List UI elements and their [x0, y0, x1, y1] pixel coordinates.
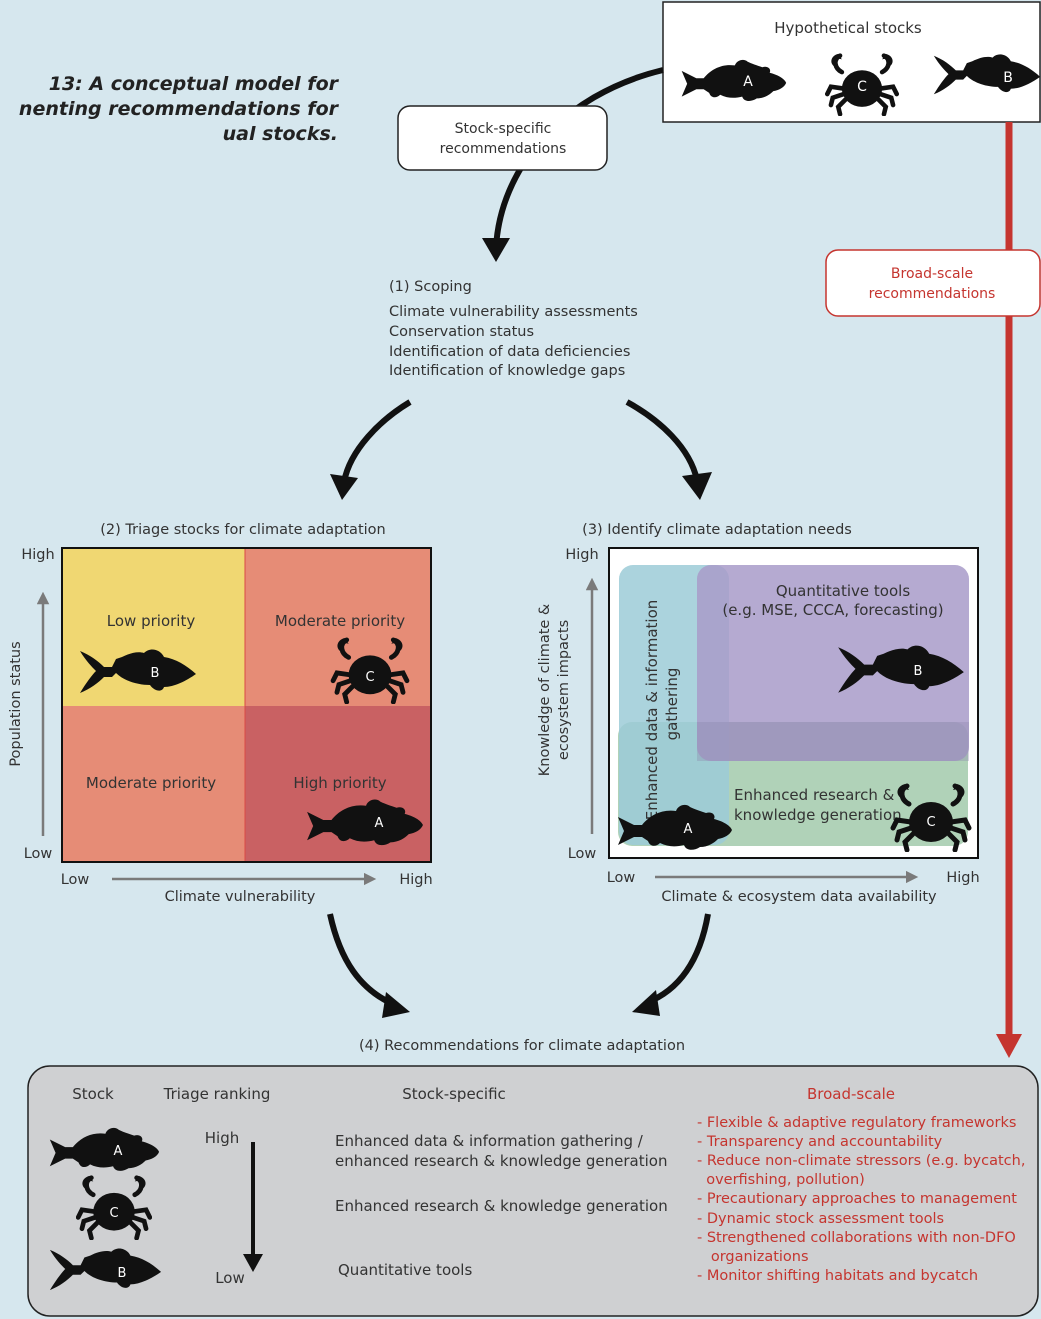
triage-panel: (2) Triage stocks for climate adaptation… — [8, 522, 433, 905]
arrow-to-needs-head — [682, 472, 712, 500]
quantitative-tools-region — [697, 565, 969, 761]
stock-specific-line-2: recommendations — [440, 141, 567, 157]
specific-item: Enhanced research & knowledge generation — [335, 1197, 668, 1215]
needs-x-axis-label: Climate & ecosystem data availability — [661, 889, 937, 905]
col-specific-header: Stock-specific — [402, 1085, 506, 1103]
col-stock-header: Stock — [72, 1085, 114, 1103]
triage-ranking-high: High — [205, 1129, 239, 1147]
research-line-1: Enhanced research & — [734, 786, 895, 804]
scoping-item: Identification of data deficiencies — [389, 344, 630, 360]
recommendations-box: Stock Triage ranking Stock-specific Broa… — [27, 1065, 1039, 1317]
broad-scale-line-2: recommendations — [869, 286, 996, 302]
triage-stock-b-label: B — [151, 666, 160, 681]
quadrant-moderate-priority-top — [245, 548, 431, 706]
col-triage-header: Triage ranking — [163, 1085, 271, 1103]
hyp-stock-a-label: A — [743, 74, 753, 90]
col-broad-header: Broad-scale — [807, 1085, 895, 1103]
hypothetical-stocks-title: Hypothetical stocks — [774, 19, 922, 37]
broad-scale-label-box: Broad-scale recommendations — [825, 249, 1041, 317]
specific-item: Enhanced data & information gathering / — [335, 1132, 644, 1150]
stock-specific-line-1: Stock-specific — [455, 121, 552, 137]
triage-x-high: High — [399, 872, 432, 888]
needs-stock-a-label: A — [684, 822, 693, 837]
scoping-item: Conservation status — [389, 324, 534, 340]
triage-y-high: High — [21, 547, 54, 563]
quadrant-label: Moderate priority — [86, 774, 216, 792]
arrow-triage-to-recs — [327, 913, 397, 1008]
needs-y-label-line-2: ecosystem impacts — [556, 620, 572, 760]
research-line-2: knowledge generation — [734, 806, 902, 824]
arrow-needs-to-recs — [644, 913, 711, 1006]
scoping-item: Identification of knowledge gaps — [389, 363, 625, 379]
scoping-section: (1) Scoping Climate vulnerability assess… — [389, 279, 638, 379]
needs-panel: (3) Identify climate adaptation needs Qu… — [537, 522, 980, 905]
needs-stock-c-label: C — [926, 815, 935, 830]
broad-item: - Strengthened collaborations with non-D… — [697, 1230, 1016, 1246]
arrow-to-scoping-head — [482, 238, 510, 262]
triage-stock-a-label: A — [375, 816, 384, 831]
arrow-to-triage — [341, 399, 412, 483]
rec-stock-a-label: A — [114, 1144, 123, 1159]
specific-item: Quantitative tools — [338, 1261, 472, 1279]
needs-y-low: Low — [568, 846, 597, 862]
caption-line-2: nenting recommendations for — [18, 98, 338, 120]
broad-item: - Reduce non-climate stressors (e.g. byc… — [697, 1153, 1025, 1169]
caption-line-3: ual stocks. — [222, 123, 338, 145]
arrow-triage-to-recs-head — [382, 992, 410, 1018]
needs-stock-b-label: B — [914, 664, 923, 679]
needs-x-high: High — [946, 870, 979, 886]
specific-item: enhanced research & knowledge generation — [335, 1152, 667, 1170]
rec-stock-b-label: B — [118, 1266, 127, 1281]
triage-stock-c-label: C — [365, 670, 374, 685]
needs-y-high: High — [565, 547, 598, 563]
recommendations-title: (4) Recommendations for climate adaptati… — [359, 1038, 685, 1054]
figure-caption: 13: A conceptual model for nenting recom… — [0, 72, 338, 147]
quadrant-label: Low priority — [107, 612, 196, 630]
arrow-to-triage-head — [330, 474, 358, 500]
quadrant-label: High priority — [293, 774, 386, 792]
quantitative-line-1: Quantitative tools — [776, 582, 910, 600]
broad-item: - Monitor shifting habitats and bycatch — [697, 1268, 978, 1284]
triage-ranking-low: Low — [215, 1269, 245, 1287]
scoping-item: Climate vulnerability assessments — [389, 304, 638, 320]
rec-stock-c-label: C — [109, 1206, 118, 1221]
broad-item: - Precautionary approaches to management — [697, 1191, 1017, 1207]
broad-scale-line-1: Broad-scale — [891, 266, 973, 282]
broad-item: - Flexible & adaptive regulatory framewo… — [697, 1115, 1016, 1131]
quantitative-line-2: (e.g. MSE, CCCA, forecasting) — [722, 601, 943, 619]
arrow-needs-to-recs-head — [632, 990, 660, 1016]
hyp-stock-c-label: C — [857, 79, 867, 95]
broad-item: organizations — [697, 1249, 809, 1265]
broad-scale-arrow-head — [996, 1034, 1022, 1058]
scoping-title: (1) Scoping — [389, 279, 472, 295]
triage-title: (2) Triage stocks for climate adaptation — [100, 522, 385, 538]
broad-scale-list: - Flexible & adaptive regulatory framewo… — [697, 1115, 1025, 1284]
triage-y-axis-label: Population status — [8, 641, 24, 766]
broad-item: - Transparency and accountability — [697, 1134, 943, 1150]
triage-y-low: Low — [24, 846, 53, 862]
hypothetical-stocks-box: Hypothetical stocks A C B — [662, 1, 1041, 123]
broad-item: - Dynamic stock assessment tools — [697, 1211, 944, 1227]
stock-specific-label-box: Stock-specific recommendations — [397, 105, 608, 171]
needs-x-low: Low — [607, 870, 636, 886]
needs-title: (3) Identify climate adaptation needs — [582, 522, 852, 538]
arrow-to-needs — [625, 399, 700, 481]
caption-line-1: 13: A conceptual model for — [48, 73, 338, 95]
triage-x-axis-label: Climate vulnerability — [165, 889, 316, 905]
broad-item: overfishing, pollution) — [697, 1172, 865, 1188]
needs-y-label-line-1: Knowledge of climate & — [537, 604, 553, 776]
hyp-stock-b-label: B — [1003, 70, 1013, 86]
quadrant-moderate-priority-bottom — [62, 706, 245, 862]
quadrant-label: Moderate priority — [275, 612, 405, 630]
data-gathering-line-1: Enhanced data & information — [643, 600, 661, 821]
data-gathering-line-2: gathering — [663, 668, 681, 741]
triage-x-low: Low — [61, 872, 90, 888]
